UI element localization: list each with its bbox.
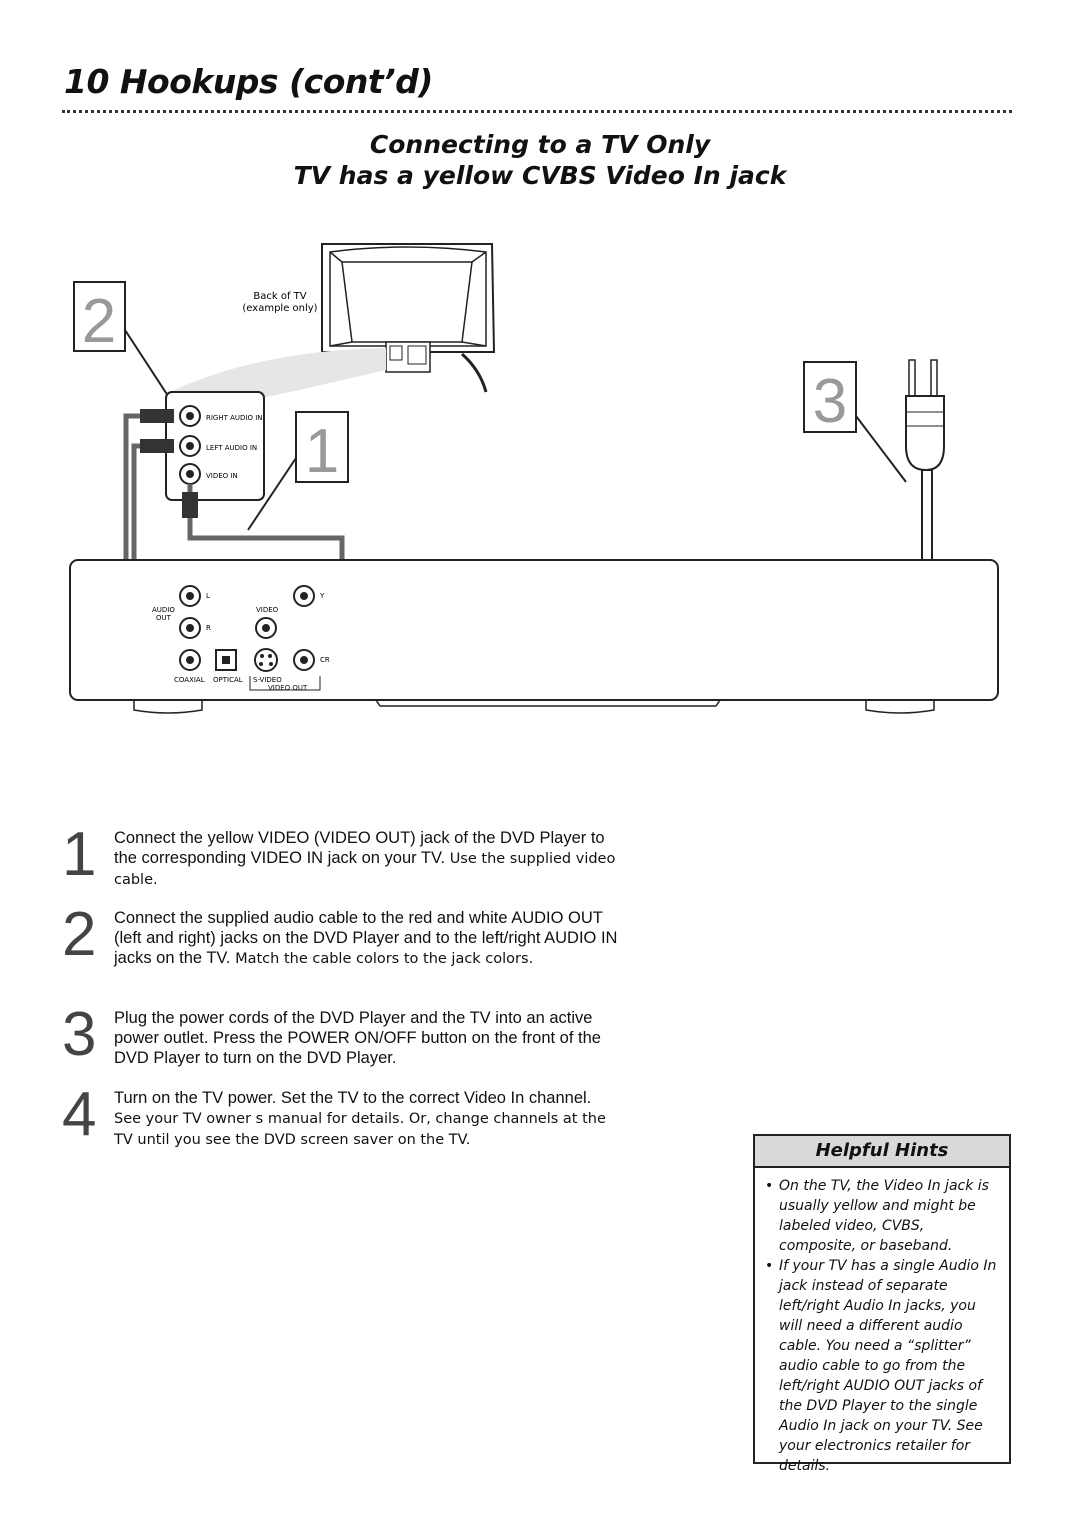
player-label: S-VIDEO <box>253 676 282 684</box>
player-label: L <box>206 592 210 600</box>
player-jack-audio-l <box>179 585 201 607</box>
player-jack-audio-r <box>179 617 201 639</box>
callout-line-1 <box>247 457 297 531</box>
callout-box-3 <box>803 361 857 433</box>
header-divider <box>62 110 1012 113</box>
hint-item: On the TV, the Video In jack is usually … <box>765 1176 1001 1256</box>
step-note: Match the cable colors to the jack color… <box>235 951 534 967</box>
page-title: 10 Hookups (cont’d) <box>64 62 433 101</box>
video-plug <box>182 492 198 518</box>
helpful-hints-title: Helpful Hints <box>755 1136 1009 1168</box>
player-label: OUT <box>156 614 172 622</box>
step-1: 1 Connect the yellow VIDEO (VIDEO OUT) j… <box>62 824 622 890</box>
tv-jack-right-audio <box>179 405 201 427</box>
step-text: Plug the power cords of the DVD Player a… <box>114 1008 622 1068</box>
dvd-player-back <box>69 559 999 714</box>
step-2: 2 Connect the supplied audio cable to th… <box>62 904 622 969</box>
step-number: 2 <box>62 900 97 969</box>
tv-jack-video-in <box>179 463 201 485</box>
step-number: 1 <box>62 820 97 889</box>
player-label: AUDIO <box>152 606 175 614</box>
player-label: COAXIAL <box>174 676 205 684</box>
player-jack-cr <box>293 649 315 671</box>
zoom-cone <box>170 348 386 398</box>
step-4: 4 Turn on the TV power. Set the TV to th… <box>62 1084 622 1150</box>
player-jack-optical <box>215 649 237 671</box>
step-number: 4 <box>62 1080 97 1149</box>
callout-number-2: 2 <box>82 287 116 356</box>
tv-jack-label: VIDEO IN <box>206 472 238 480</box>
callout-box-2 <box>73 281 126 352</box>
player-label: OPTICAL <box>213 676 243 684</box>
section-subtitle: TV has a yellow CVBS Video In jack <box>293 161 787 190</box>
player-jack-y <box>293 585 315 607</box>
hint-item: If your TV has a single Audio In jack in… <box>765 1256 1001 1476</box>
section-title: Connecting to a TV Only <box>369 130 711 159</box>
player-label: R <box>206 624 211 632</box>
step-instruction: Connect the yellow VIDEO (VIDEO OUT) jac… <box>114 829 605 867</box>
player-label: VIDEO <box>256 606 279 614</box>
hookup-diagram: 2 Back of TV (example only) RIGHT AUDIO … <box>69 243 999 714</box>
step-instruction: Connect the supplied audio cable to the … <box>114 909 618 967</box>
tv-jack-left-audio <box>179 435 201 457</box>
tv-jack-label: LEFT AUDIO IN <box>206 444 257 452</box>
player-jack-coaxial <box>179 649 201 671</box>
step-3: 3 Plug the power cords of the DVD Player… <box>62 1004 622 1068</box>
tv-label: Back of TV <box>253 291 306 302</box>
step-text: Connect the supplied audio cable to the … <box>114 908 622 969</box>
step-instruction: Plug the power cords of the DVD Player a… <box>114 1009 601 1067</box>
tv-jack-label: RIGHT AUDIO IN <box>206 414 263 422</box>
step-text: Connect the yellow VIDEO (VIDEO OUT) jac… <box>114 828 622 890</box>
step-note: Use the supplied video cable. <box>114 851 616 888</box>
step-note: See your TV owner s manual for details. … <box>114 1111 606 1148</box>
player-label: CR <box>320 656 330 664</box>
player-label: VIDEO OUT <box>268 684 308 692</box>
callout-box-1 <box>295 411 349 483</box>
callout-line-2 <box>124 329 173 403</box>
tv-label-note: (example only) <box>242 303 317 314</box>
callout-number-3: 3 <box>813 367 847 436</box>
player-jack-svideo <box>254 648 278 672</box>
callout-line-3 <box>855 415 907 483</box>
step-number: 3 <box>62 1000 97 1069</box>
step-text: Turn on the TV power. Set the TV to the … <box>114 1088 622 1150</box>
tv-back <box>321 243 496 393</box>
helpful-hints-box: Helpful Hints On the TV, the Video In ja… <box>753 1134 1011 1474</box>
video-out-bracket <box>249 676 321 691</box>
step-instruction: Turn on the TV power. Set the TV to the … <box>114 1089 592 1107</box>
callout-number-1: 1 <box>305 417 339 486</box>
player-jack-video <box>255 617 277 639</box>
player-label: Y <box>319 592 325 600</box>
hints-list: On the TV, the Video In jack is usually … <box>765 1176 1001 1476</box>
